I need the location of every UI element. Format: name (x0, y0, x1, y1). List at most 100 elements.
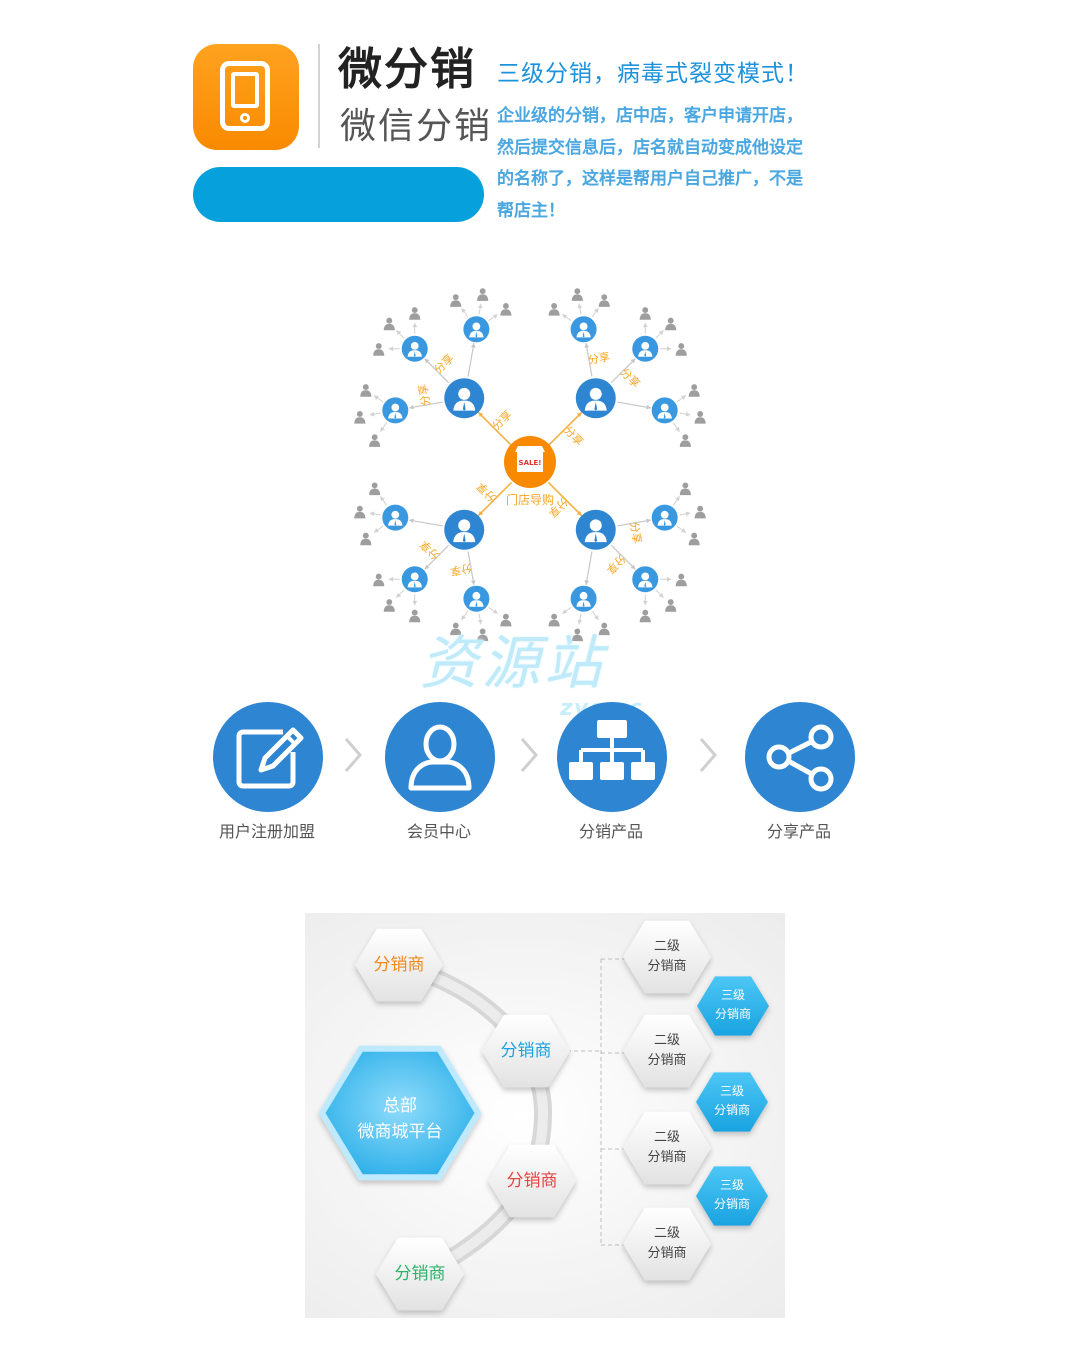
user-icon (679, 482, 691, 496)
share-arrow (388, 576, 400, 582)
third-level-hex (697, 976, 769, 1036)
share-arrow (477, 303, 483, 315)
share-arrow (562, 313, 572, 322)
tablet-home-button (240, 113, 250, 123)
step-member-center (385, 702, 495, 812)
user-icon (598, 622, 610, 636)
share-arrow (547, 481, 583, 517)
hq-line: 总部 (383, 1096, 417, 1116)
share-arrow (477, 411, 513, 447)
second-level-label: 二级 分销商 (627, 1031, 707, 1071)
user-icon (632, 566, 659, 593)
share-arrow (679, 511, 691, 517)
user-icon (360, 532, 372, 546)
share-arrow (477, 613, 483, 625)
user-icon (500, 613, 512, 627)
third-level-label: 三级 分销商 (702, 986, 764, 1024)
user-icon (665, 317, 677, 331)
brand-subtitle: 微信分销 (340, 106, 493, 147)
share-label: 分享 (627, 521, 645, 545)
tagline: 三级分销，病毒式裂变模式！ (497, 61, 809, 87)
second-level-line: 分销商 (647, 1246, 687, 1261)
share-arrow (461, 307, 469, 318)
share-arrow (488, 313, 498, 322)
share-label: 分享 (561, 423, 586, 448)
share-arrow (408, 518, 443, 527)
share-arrow (672, 496, 681, 506)
user-icon (665, 599, 677, 612)
sitemap-icon (569, 720, 655, 780)
user-icon (651, 397, 678, 424)
blue-banner-pill (193, 167, 484, 222)
share-arrow (412, 322, 418, 334)
hq-line: 微商城平台 (357, 1122, 443, 1142)
share-arrow (488, 606, 498, 615)
user-icon (373, 343, 385, 356)
user-icon (571, 628, 583, 642)
description-line: 的名称了，这样是帮用户自己推广，不是 (497, 169, 803, 189)
tablet-icon (220, 61, 270, 131)
second-level-line: 二级 (653, 1130, 680, 1145)
share-arrow (373, 395, 384, 403)
third-level-label: 三级 分销商 (701, 1082, 763, 1120)
share-arrow (642, 322, 648, 334)
user-icon (477, 288, 489, 301)
watermark-text: 资源站 (420, 629, 607, 697)
share-icon (766, 724, 834, 792)
user-icon (548, 303, 560, 316)
share-arrow (412, 594, 418, 606)
share-label: 分享 (604, 552, 629, 577)
distributor-hex (482, 1014, 570, 1088)
store-sign: SALE! (519, 459, 542, 467)
share-arrow (660, 576, 672, 582)
share-arrow (369, 511, 381, 517)
step-share-product (745, 702, 855, 812)
user-icon (408, 724, 472, 791)
store-label: 门店导购 (506, 492, 554, 507)
user-icon (651, 504, 678, 531)
second-level-hex (623, 1111, 711, 1185)
user-icon (401, 566, 428, 593)
share-arrow (467, 551, 476, 586)
user-icon (694, 505, 706, 519)
share-arrow (642, 594, 648, 606)
user-icon (463, 585, 490, 612)
user-icon (575, 509, 616, 550)
user-icon (639, 307, 651, 320)
second-level-label: 二级 分销商 (627, 1224, 707, 1264)
second-level-line: 分销商 (647, 1150, 687, 1165)
third-level-line: 分销商 (713, 1103, 750, 1117)
second-level-line: 分销商 (647, 959, 687, 974)
share-arrow (477, 481, 513, 517)
user-icon (463, 316, 490, 343)
user-icon (383, 317, 395, 331)
step-label: 分享产品 (766, 822, 831, 841)
user-icon (401, 335, 428, 362)
user-icon (354, 411, 366, 424)
distributor-label: 分销商 (506, 1171, 558, 1191)
brand-title: 微分销 (338, 44, 476, 95)
share-arrow (388, 346, 400, 352)
app-icon (193, 44, 299, 150)
third-level-line: 分销商 (713, 1197, 750, 1211)
share-arrow (676, 395, 687, 403)
user-icon (373, 573, 385, 587)
description-line: 然后提交信息后，店名就自动变成他设定 (497, 137, 803, 158)
chevron-right-icon (699, 738, 717, 772)
user-icon (688, 384, 700, 397)
user-icon (360, 384, 372, 397)
user-icon (369, 482, 381, 496)
third-level-hex (696, 1072, 768, 1132)
share-arrow (577, 613, 583, 625)
user-icon (598, 294, 610, 307)
description-line: 企业级的分销，店中店，客户申请开店， (497, 106, 803, 126)
share-label: 分享 (417, 538, 442, 563)
second-level-label: 二级 分销商 (627, 1128, 707, 1168)
share-arrow (373, 525, 384, 533)
share-arrow (424, 358, 450, 384)
edit-icon (236, 727, 304, 789)
user-icon (679, 434, 691, 447)
share-arrow (369, 411, 381, 417)
share-arrow (408, 401, 443, 410)
user-icon (575, 378, 616, 419)
